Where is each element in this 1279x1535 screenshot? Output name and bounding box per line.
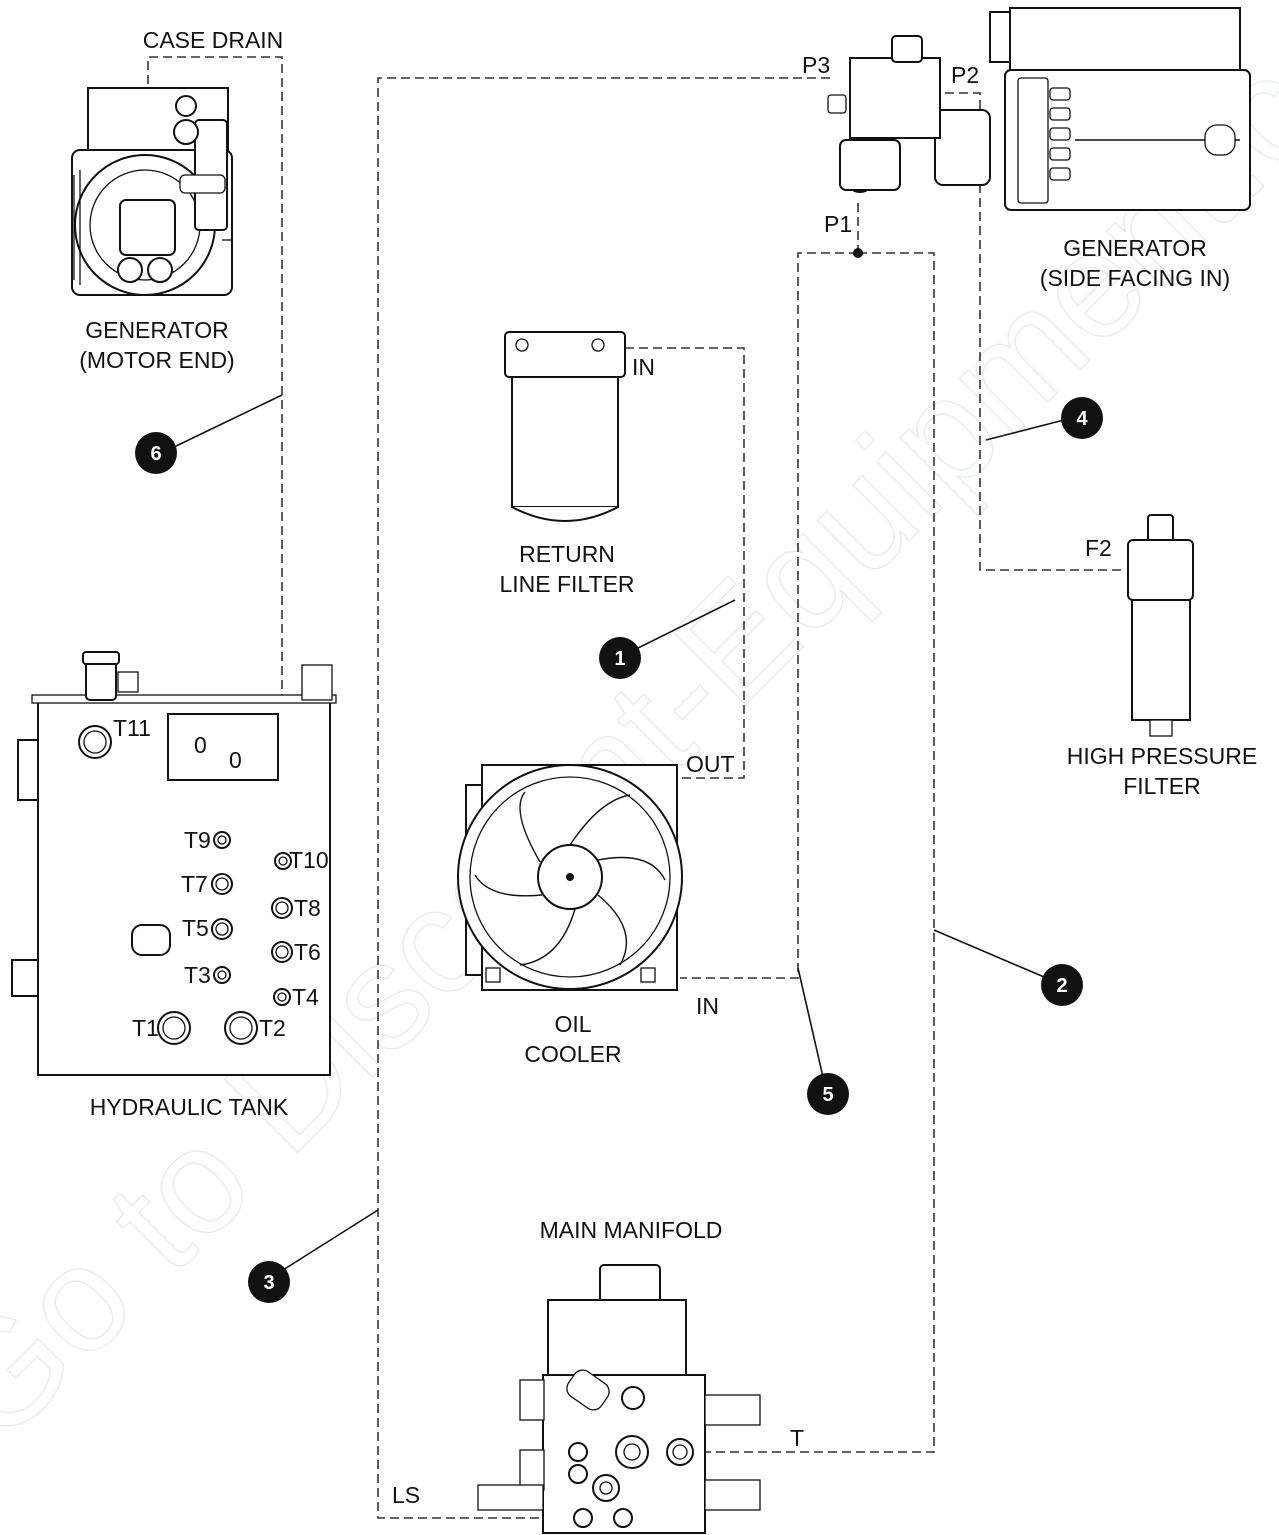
port-label-t4: T4 (292, 984, 319, 1010)
main-manifold (478, 1265, 760, 1533)
port-label-t8: T8 (294, 895, 321, 921)
port-label-f2: F2 (1085, 535, 1112, 561)
callout-badge-3: 3 (248, 1261, 290, 1303)
leader-5 (798, 968, 823, 1077)
callout-badge-1: 1 (599, 637, 641, 679)
port-label-t10: T10 (289, 847, 329, 873)
label-oil-cooler-line1: OIL (554, 1011, 591, 1037)
svg-text:4: 4 (1076, 408, 1088, 430)
port-label-manifold-t: T (790, 1425, 804, 1451)
high-pressure-filter (1128, 515, 1193, 736)
svg-text:0: 0 (194, 732, 207, 758)
port-label-cooler-out: OUT (686, 751, 735, 777)
label-return-filter-line1: RETURN (519, 541, 615, 567)
port-label-p1: P1 (824, 211, 852, 237)
oil-cooler (458, 765, 682, 990)
port-label-t5: T5 (182, 915, 209, 941)
port-label-t2: T2 (259, 1015, 286, 1041)
port-label-manifold-ls: LS (392, 1482, 420, 1508)
port-label-p3: P3 (802, 52, 830, 78)
port-label-t9: T9 (184, 827, 211, 853)
svg-text:2: 2 (1056, 975, 1067, 997)
svg-text:3: 3 (263, 1272, 274, 1294)
label-generator-side-line1: GENERATOR (1063, 235, 1207, 261)
port-label-t3: T3 (184, 962, 211, 988)
port-label-t11: T11 (113, 715, 151, 741)
port-label-p2: P2 (951, 62, 979, 88)
label-generator-motor-end-line2: (MOTOR END) (79, 347, 234, 373)
label-generator-motor-end-line1: GENERATOR (85, 317, 229, 343)
callout-badge-5: 5 (807, 1073, 849, 1115)
svg-text:0: 0 (229, 747, 242, 773)
generator-side (828, 8, 1250, 210)
label-main-manifold: MAIN MANIFOLD (540, 1217, 723, 1243)
leader-2 (934, 930, 1044, 977)
leader-3 (283, 1210, 378, 1270)
return-line-filter (505, 332, 625, 521)
label-high-pressure-line2: FILTER (1123, 773, 1201, 799)
svg-text:6: 6 (150, 443, 161, 465)
label-return-filter-line2: LINE FILTER (499, 571, 634, 597)
leader-6 (172, 395, 282, 448)
junction-dot (853, 248, 863, 258)
callout-badge-4: 4 (1061, 397, 1103, 439)
port-label-t1: T1 (132, 1015, 159, 1041)
port-label-t6: T6 (294, 939, 321, 965)
port-label-cooler-in: IN (696, 993, 719, 1019)
callout-badge-6: 6 (135, 432, 177, 474)
label-high-pressure-line1: HIGH PRESSURE (1067, 743, 1257, 769)
callout-badge-2: 2 (1041, 964, 1083, 1006)
svg-text:5: 5 (822, 1084, 833, 1106)
label-generator-side-line2: (SIDE FACING IN) (1040, 265, 1230, 291)
generator-motor-end (72, 88, 232, 295)
label-oil-cooler-line2: COOLER (524, 1041, 621, 1067)
svg-text:1: 1 (614, 648, 625, 670)
port-label-filter-in: IN (632, 354, 655, 380)
label-case-drain: CASE DRAIN (143, 27, 284, 53)
label-hydraulic-tank: HYDRAULIC TANK (90, 1094, 289, 1120)
port-label-t7: T7 (181, 871, 208, 897)
